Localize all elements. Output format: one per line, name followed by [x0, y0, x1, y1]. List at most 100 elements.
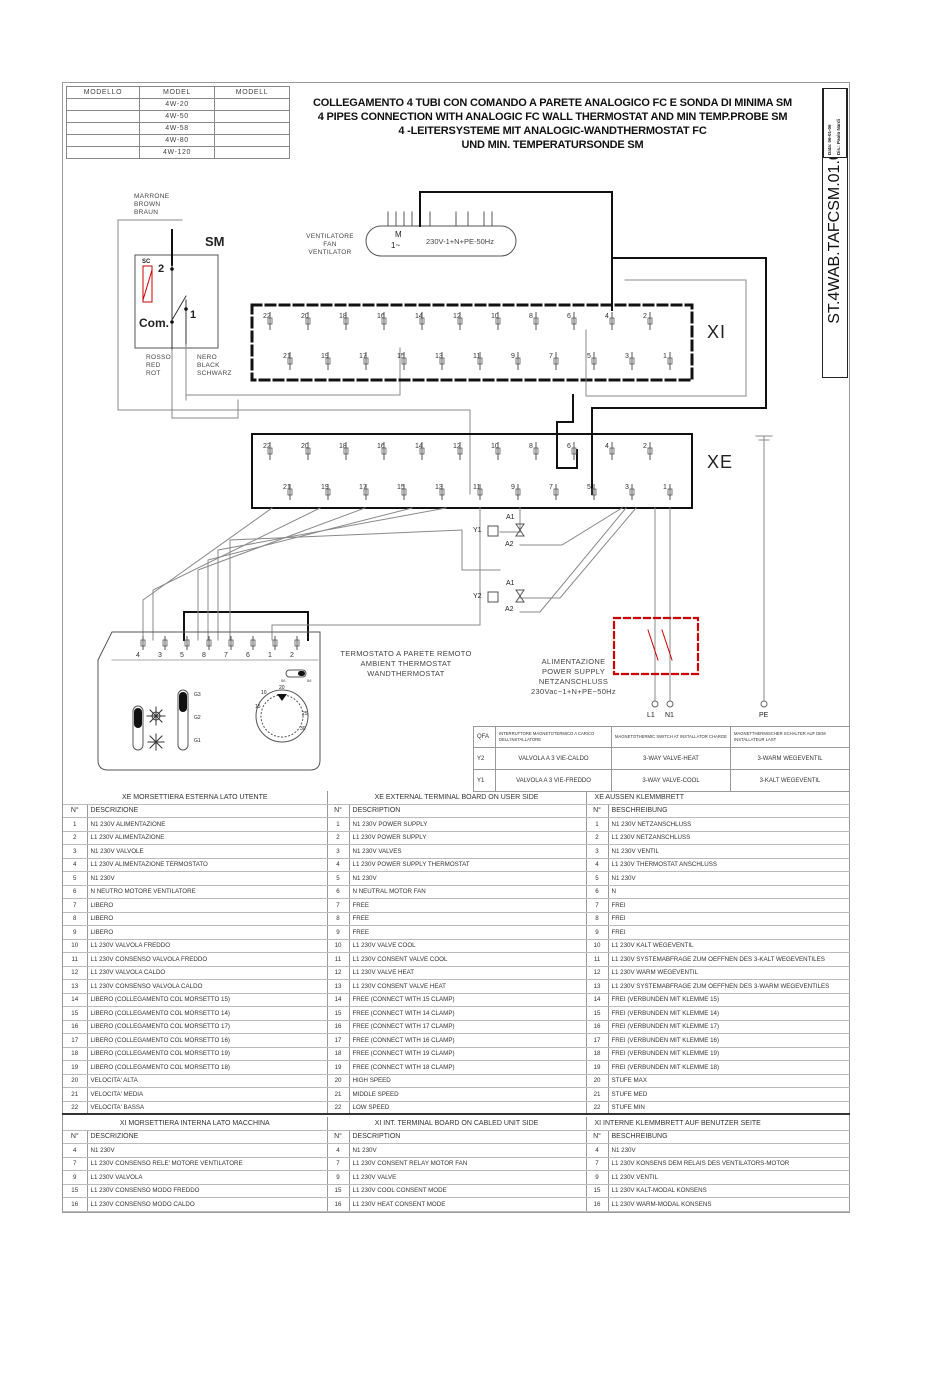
terminal-number: 7	[327, 898, 350, 913]
terminal-number: 2	[586, 831, 609, 845]
terminal-description: L1 230V KALT-MODAL KONSENS	[608, 1184, 850, 1198]
terminal-description: L1 230V CONSENSO RELE' MOTORE VENTILATOR…	[87, 1157, 328, 1171]
sm-pin-com	[170, 320, 174, 324]
xe-terminal-number: 22	[263, 443, 271, 450]
valve-y1-label: Y1	[473, 527, 482, 534]
terminal-description: L1 230V CONSENT VALVE HEAT	[349, 979, 587, 994]
mode-switch[interactable]	[132, 705, 144, 751]
terminal-number: 3	[327, 844, 350, 859]
power-label-it: ALIMENTAZIONE	[541, 657, 606, 666]
terminal-number: 9	[327, 1170, 350, 1185]
terminal-description: L1 230V VALVOLA FREDDO	[87, 939, 328, 953]
valve-y1-wire-2	[519, 507, 623, 546]
probe-element	[142, 265, 153, 303]
xi-terminal-number: 18	[339, 313, 347, 320]
col-head-num: N°	[63, 1130, 88, 1144]
sm-pin-1-label: 1	[190, 309, 197, 321]
valve-y1-wire	[499, 507, 521, 533]
terminal-description: N NEUTRAL MOTOR FAN	[349, 885, 587, 899]
terminal-description: L1 230V ALIMENTAZIONE	[87, 831, 328, 845]
qfa-contact	[647, 629, 659, 661]
terminal-number: 2	[63, 831, 88, 845]
terminal-number: 12	[327, 966, 350, 980]
terminal-description: FREE (CONNECT WITH 15 CLAMP)	[349, 993, 587, 1007]
valve-y1-symbol	[515, 523, 525, 537]
terminal-number: 17	[327, 1033, 350, 1048]
fan-wire-xi-4	[419, 191, 613, 311]
xe-terminal-number: 8	[529, 443, 533, 450]
xi-terminal-number: 7	[549, 353, 553, 360]
sm-probe-box	[134, 254, 219, 349]
xi-terminal-number: 11	[473, 353, 480, 360]
xe-terminal-screw	[591, 488, 597, 496]
terminal-description: L1 230V THERMOSTAT ANSCHLUSS	[608, 858, 850, 872]
valve-y2-wire-2	[519, 507, 627, 613]
speed-label-g3: G3	[194, 692, 201, 698]
terminal-number: 10	[586, 939, 609, 953]
dial-tick-15: 15	[255, 704, 261, 710]
terminal-number: 15	[586, 1006, 609, 1021]
xe-terminal-number: 2	[643, 443, 647, 450]
xi-terminal-screw	[533, 317, 539, 325]
terminal-description: L1 230V CONSENT VALVE COOL	[349, 952, 587, 967]
red-wire-route	[171, 399, 239, 419]
terminal-description: L1 230V ALIMENTAZIONE TERMOSTATO	[87, 858, 328, 872]
terminal-description: L1 230V VALVE	[349, 1170, 587, 1185]
xe-terminal-screw	[495, 447, 501, 455]
terminal-description: L1 230V WARM WEGEVENTIL	[608, 966, 850, 980]
onoff-switch[interactable]	[285, 669, 307, 678]
terminal-description: L1 230V HEAT CONSENT MODE	[349, 1197, 587, 1212]
terminal-description: FREI	[608, 898, 850, 913]
terminal-number: 15	[63, 1184, 88, 1198]
cool-snowflake-icon	[147, 733, 165, 751]
xi-terminal-screw	[571, 317, 577, 325]
xi-terminal-screw	[457, 317, 463, 325]
terminal-number: 20	[327, 1074, 350, 1088]
terminal-number: 16	[586, 1197, 609, 1212]
speed-switch[interactable]	[177, 689, 189, 751]
brown-wire-label: MARRONE BROWN BRAUN	[134, 193, 169, 217]
xi-terminal-screw	[609, 317, 615, 325]
terminal-description: L1 230V KONSENS DEM RELAIS DES VENTILATO…	[608, 1157, 850, 1171]
xi-terminal-screw	[439, 357, 445, 365]
xi-terminal-screw	[325, 357, 331, 365]
fan-label-de: VENTILATOR	[308, 249, 352, 256]
xi-terminal-screw	[629, 357, 635, 365]
thermostat-label-de: WANDTHERMOSTAT	[367, 669, 445, 678]
xe-terminal-number: 16	[377, 443, 385, 450]
xe-terminal-screw	[343, 447, 349, 455]
thermo-wire	[142, 507, 273, 641]
thermo-wire	[152, 507, 321, 641]
terminal-description: N1 230V VALVES	[349, 844, 587, 859]
terminal-number: 15	[327, 1006, 350, 1021]
xi-terminal-screw	[667, 357, 673, 365]
terminal-number: 3	[586, 844, 609, 859]
temperature-dial[interactable]	[255, 689, 309, 743]
terminal-description: L1 230V POWER SUPPLY	[349, 831, 587, 845]
terminal-description: N1 230V	[349, 871, 587, 886]
speed-label-g2: G2	[194, 715, 201, 721]
terminal-number: 15	[63, 1006, 88, 1021]
terminal-number: 10	[327, 939, 350, 953]
power-supply-label: ALIMENTAZIONE POWER SUPPLY NETZANSCHLUSS…	[526, 657, 621, 697]
terminal-description: FREI (VERBUNDEN MIT KLEMME 19)	[608, 1047, 850, 1061]
terminal-number: 18	[63, 1047, 88, 1061]
xe-terminal-number: 4	[605, 443, 609, 450]
terminal-description: MIDDLE SPEED	[349, 1087, 587, 1102]
qfa-breaker-box	[612, 616, 700, 676]
thermo-wire	[207, 507, 413, 641]
terminal-number: 10	[63, 939, 88, 953]
terminal-description: FREI	[608, 925, 850, 940]
xe-terminal-screw	[439, 488, 445, 496]
terminal-number: 9	[63, 1170, 88, 1185]
terminal-description: L1 230V VALVE HEAT	[349, 966, 587, 980]
terminal-description: STUFE MED	[608, 1087, 850, 1102]
xe-terminal-screw	[325, 488, 331, 496]
xe-terminal-number: 11	[473, 484, 480, 491]
terminal-number: 18	[327, 1047, 350, 1061]
